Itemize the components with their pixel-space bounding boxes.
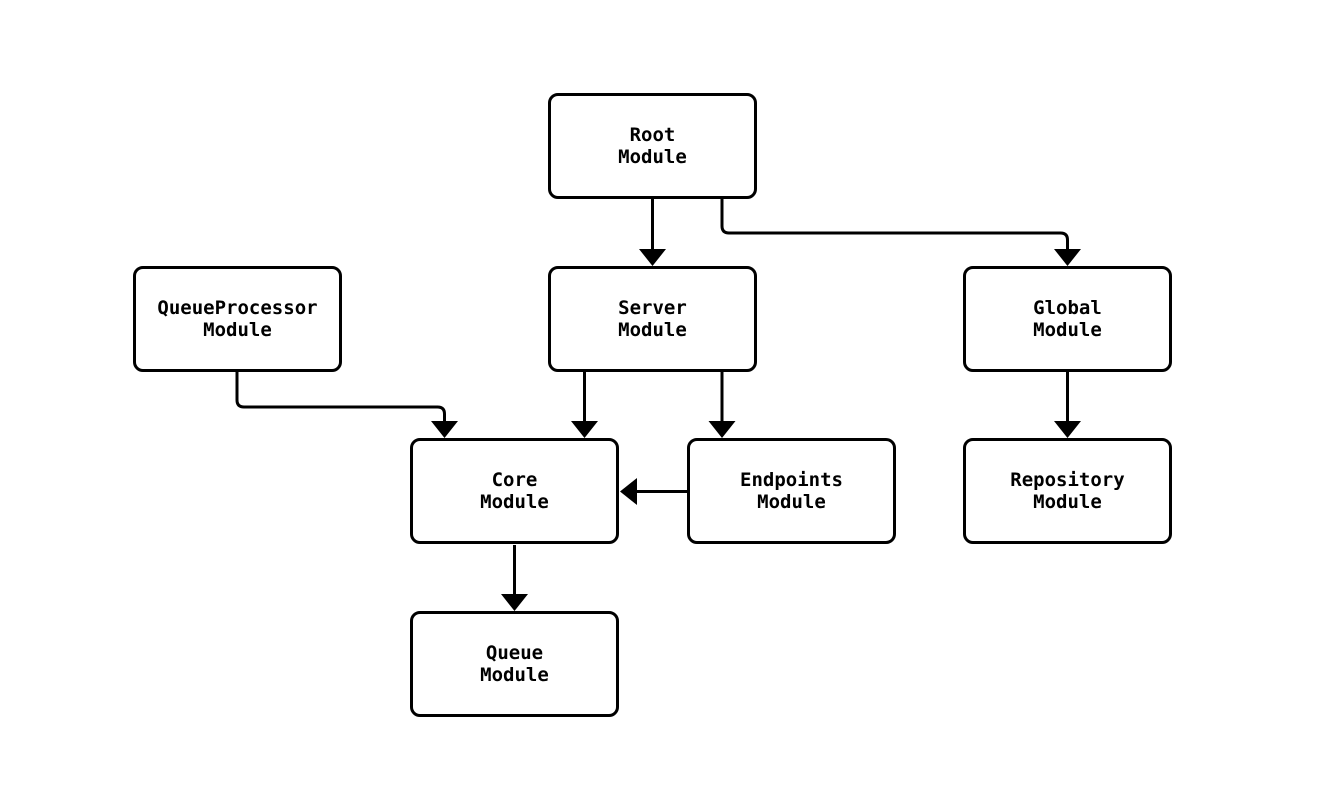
- node-label-line: Module: [480, 491, 549, 513]
- node-label-line: Queue: [485, 642, 544, 664]
- node-label-line: Module: [1033, 319, 1102, 341]
- node-global-module: Global Module: [963, 266, 1172, 372]
- edge-core-to-queue: [501, 545, 528, 611]
- edge-root-to-server: [639, 198, 666, 266]
- edge-global-to-repository: [1054, 372, 1081, 438]
- node-label-line: Module: [757, 491, 826, 513]
- node-label-line: Module: [1033, 491, 1102, 513]
- arrowhead-left-icon: [620, 478, 637, 505]
- edge-queueprocessor-to-core: [235, 371, 458, 438]
- arrowhead-down-icon: [501, 594, 528, 611]
- node-core-module: Core Module: [410, 438, 619, 544]
- node-label-line: Server: [618, 297, 687, 319]
- node-label-line: Global: [1033, 297, 1102, 319]
- arrowhead-down-icon: [1054, 249, 1081, 266]
- node-label-line: Module: [203, 319, 272, 341]
- edge-server-to-endpoints: [708, 372, 736, 438]
- node-server-module: Server Module: [548, 266, 757, 372]
- node-label-line: Endpoints: [740, 469, 843, 491]
- edge-line: [720, 198, 1069, 250]
- arrowhead-down-icon: [571, 421, 598, 438]
- node-queue-module: Queue Module: [410, 611, 619, 717]
- node-label-line: Module: [618, 146, 687, 168]
- arrowhead-down-icon: [1054, 421, 1081, 438]
- node-label-line: Module: [480, 664, 549, 686]
- node-label-line: QueueProcessor: [157, 297, 318, 319]
- node-root-module: Root Module: [548, 93, 757, 199]
- node-label-line: Repository: [1010, 469, 1125, 491]
- edge-endpoints-to-core: [620, 478, 687, 505]
- arrowhead-down-icon: [708, 421, 736, 438]
- arrowhead-down-icon: [431, 421, 458, 438]
- node-endpoints-module: Endpoints Module: [687, 438, 896, 544]
- node-label-line: Module: [618, 319, 687, 341]
- edge-server-to-core: [571, 372, 598, 438]
- node-repository-module: Repository Module: [963, 438, 1172, 544]
- edge-root-to-global: [720, 198, 1081, 266]
- node-label-line: Root: [629, 124, 676, 146]
- arrowhead-down-icon: [639, 249, 666, 266]
- node-queueprocessor-module: QueueProcessor Module: [133, 266, 342, 372]
- node-label-line: Core: [491, 469, 538, 491]
- edge-line: [235, 371, 446, 422]
